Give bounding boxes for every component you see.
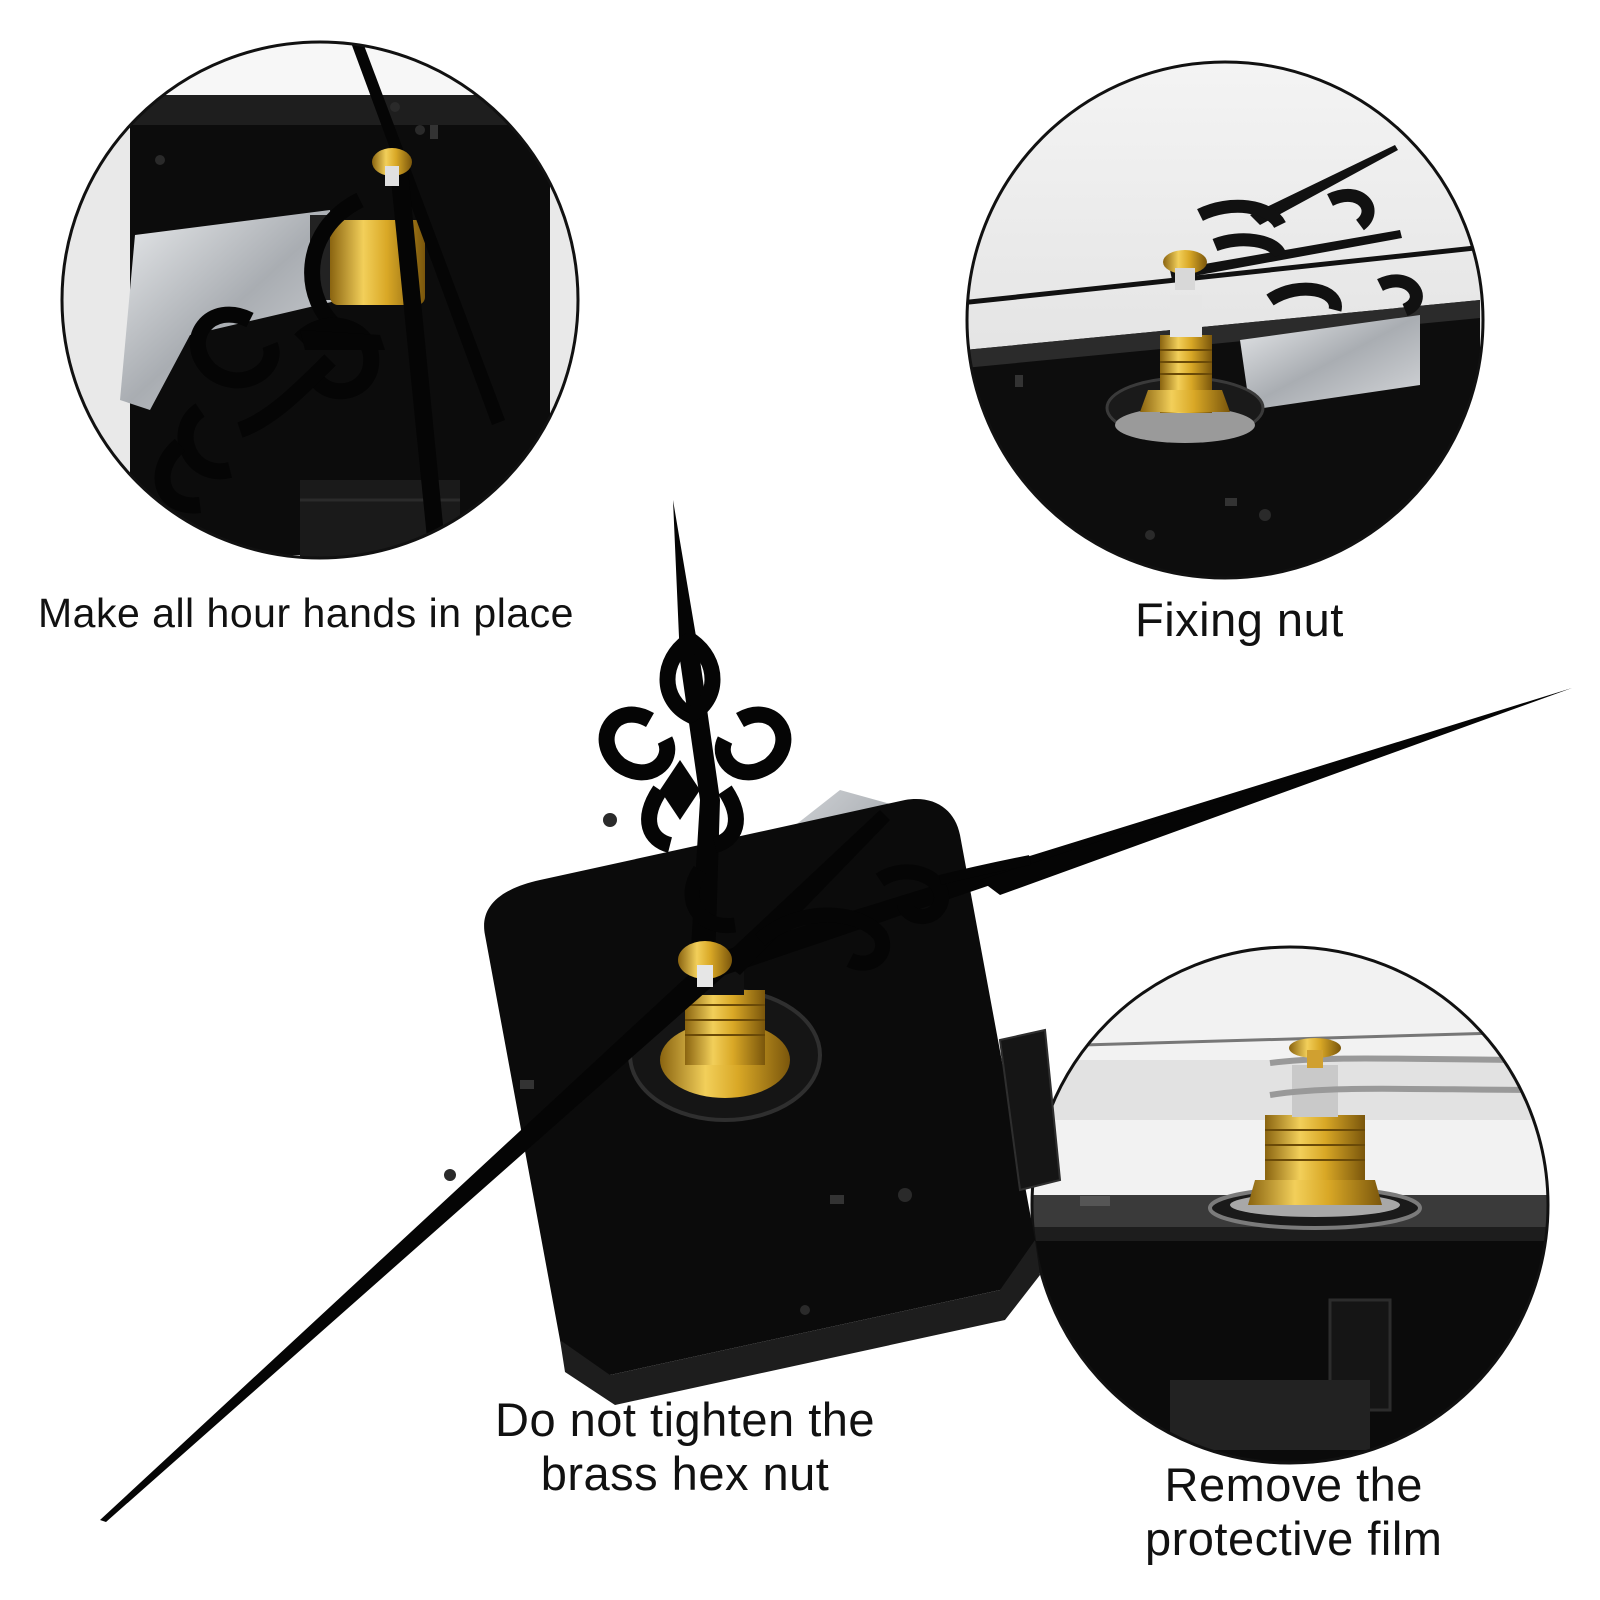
caption-fixing-nut: Fixing nut — [1135, 593, 1344, 646]
detail-circle-hands — [60, 40, 580, 560]
detail-circle-protective-film — [1030, 945, 1550, 1465]
caption-hands-in-place: Make all hour hands in place — [38, 590, 574, 636]
clock-movement-main — [100, 500, 1572, 1522]
caption-remove-film: Remove the protective film — [1145, 1458, 1442, 1566]
caption-do-not-tighten-line-1: Do not tighten the — [495, 1393, 876, 1446]
detail-circle-fixing-nut — [965, 60, 1485, 580]
caption-do-not-tighten: Do not tighten the brass hex nut — [495, 1393, 875, 1501]
caption-do-not-tighten-line-2: brass hex nut — [540, 1447, 830, 1501]
caption-remove-film-line-2: protective film — [1145, 1512, 1443, 1566]
caption-remove-film-line-1: Remove the — [1164, 1458, 1423, 1511]
